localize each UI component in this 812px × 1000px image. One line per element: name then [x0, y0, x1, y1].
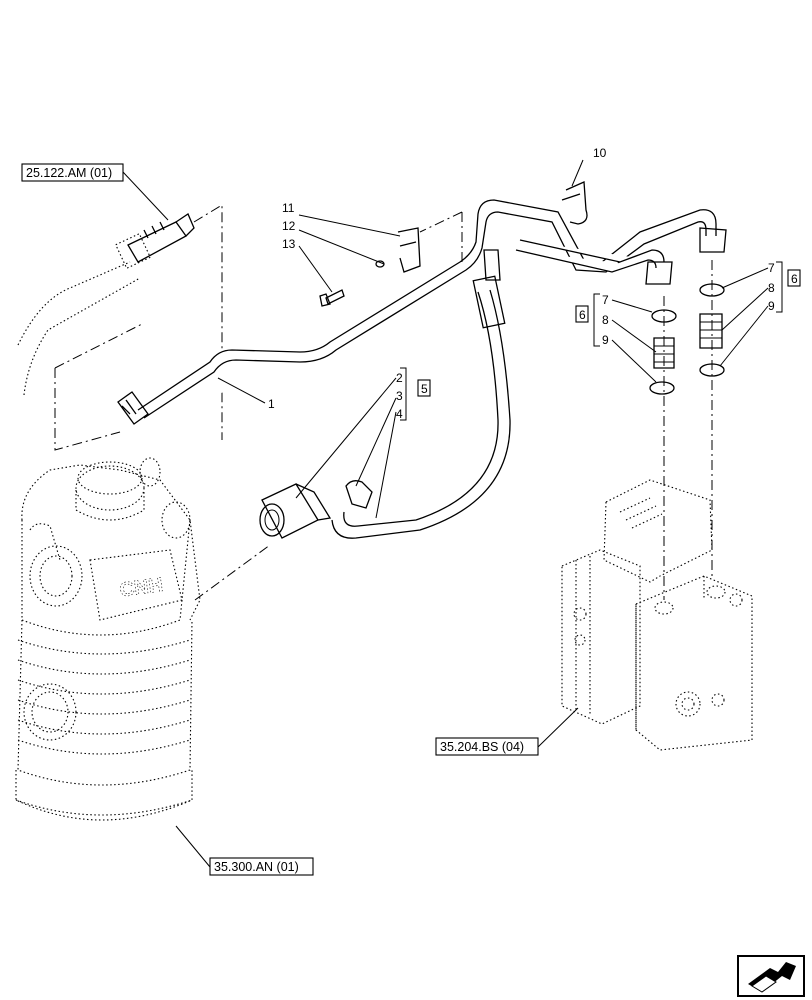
reference-25-122-am-label: 25.122.AM (01) [26, 166, 112, 180]
leader-25-122-am [122, 171, 169, 221]
callout-6-left: 6 [579, 308, 586, 322]
callout-5-box: 5 [417, 379, 431, 397]
filter-housing: CNH [15, 457, 201, 821]
reference-25-122-am[interactable]: 25.122.AM (01) [21, 163, 124, 182]
callout-9-right: 9 [768, 299, 775, 313]
callout-9-left: 9 [602, 333, 609, 347]
pipe-1 [117, 199, 727, 425]
callout-2: 2 [396, 371, 403, 385]
callout-7-left: 7 [602, 293, 609, 307]
fitting-set-right [699, 260, 725, 580]
callout-8-right: 8 [768, 281, 775, 295]
callout-10: 10 [593, 146, 607, 160]
callout-4: 4 [396, 407, 403, 421]
bolt-13 [319, 260, 385, 307]
centerline-left-top [54, 323, 143, 369]
callout-8-left: 8 [602, 313, 609, 327]
fitting-set-left [649, 296, 677, 600]
clip-11 [397, 227, 421, 273]
reference-35-204-bs[interactable]: 35.204.BS (04) [435, 737, 539, 756]
callout-7-right: 7 [768, 261, 775, 275]
svg-text:CNH: CNH [118, 574, 164, 602]
centerline-filter [194, 544, 271, 601]
callout-5: 5 [421, 382, 428, 396]
centerline-left [54, 368, 121, 451]
callout-6-right-box: 6 [787, 269, 801, 287]
reference-35-300-an[interactable]: 35.300.AN (01) [209, 857, 314, 876]
clamp-10 [561, 181, 588, 225]
valve-block [561, 479, 753, 751]
callout-3: 3 [396, 389, 403, 403]
reference-35-300-an-label: 35.300.AN (01) [214, 860, 299, 874]
callout-13: 13 [282, 237, 296, 251]
hose-assembly [259, 249, 511, 539]
callout-11: 11 [282, 201, 295, 215]
leader-35-204-bs [537, 707, 579, 748]
leader-35-300-an [175, 825, 211, 868]
centerline-clip-2 [419, 211, 463, 233]
callout-leaders [217, 159, 783, 519]
next-page-arrow-icon[interactable] [737, 955, 805, 997]
callout-6-right: 6 [791, 272, 798, 286]
callout-12: 12 [282, 219, 296, 233]
reference-35-204-bs-label: 35.204.BS (04) [440, 740, 524, 754]
callout-1: 1 [268, 397, 275, 411]
callout-6-left-box: 6 [575, 305, 589, 323]
